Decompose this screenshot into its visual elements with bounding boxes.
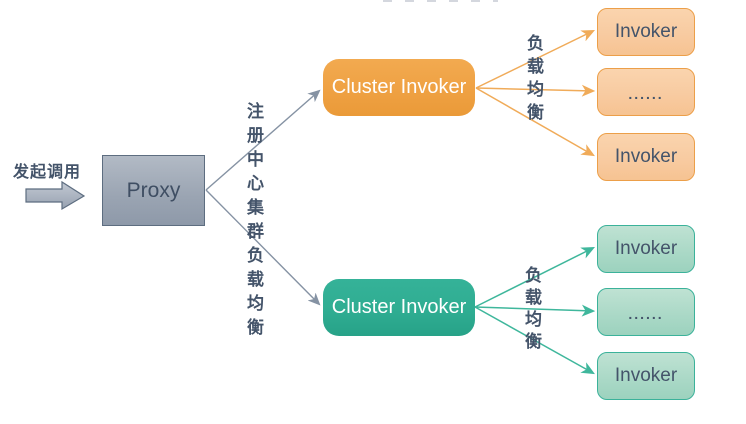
cluster-invoker-bottom-label: Cluster Invoker — [331, 296, 467, 318]
proxy-box: Proxy — [102, 155, 205, 226]
caller-label: 发起调用 — [13, 164, 82, 181]
invoker-box-top-1: Invoker — [597, 8, 695, 56]
invoker-label: Invoker — [614, 146, 678, 167]
load-balance-note-bottom: 负载均衡 — [522, 266, 541, 354]
registry-note: 注册中心集群负载均衡 — [244, 102, 263, 342]
invoker-box-bottom-2: Invoker — [597, 352, 695, 400]
ellipsis-label: ...... — [628, 86, 664, 102]
invoker-label: Invoker — [614, 21, 678, 42]
cluster-invoker-top-label: Cluster Invoker — [331, 76, 467, 98]
invoker-box-top-2: Invoker — [597, 133, 695, 181]
proxy-label: Proxy — [126, 178, 181, 202]
cluster-invoker-top-box: Cluster Invoker — [323, 59, 475, 116]
caller-arrow — [25, 180, 86, 211]
invoker-label: Invoker — [614, 365, 678, 386]
cluster-invoker-bottom-box: Cluster Invoker — [323, 279, 475, 336]
invoker-box-top-ellipsis: ...... — [597, 68, 695, 116]
load-balance-note-top: 负载均衡 — [524, 34, 543, 126]
invoker-box-bottom-1: Invoker — [597, 225, 695, 273]
invoker-label: Invoker — [614, 238, 678, 259]
cropped-title-fragment — [383, 0, 498, 2]
ellipsis-label: ...... — [628, 306, 664, 322]
invoker-box-bottom-ellipsis: ...... — [597, 288, 695, 336]
